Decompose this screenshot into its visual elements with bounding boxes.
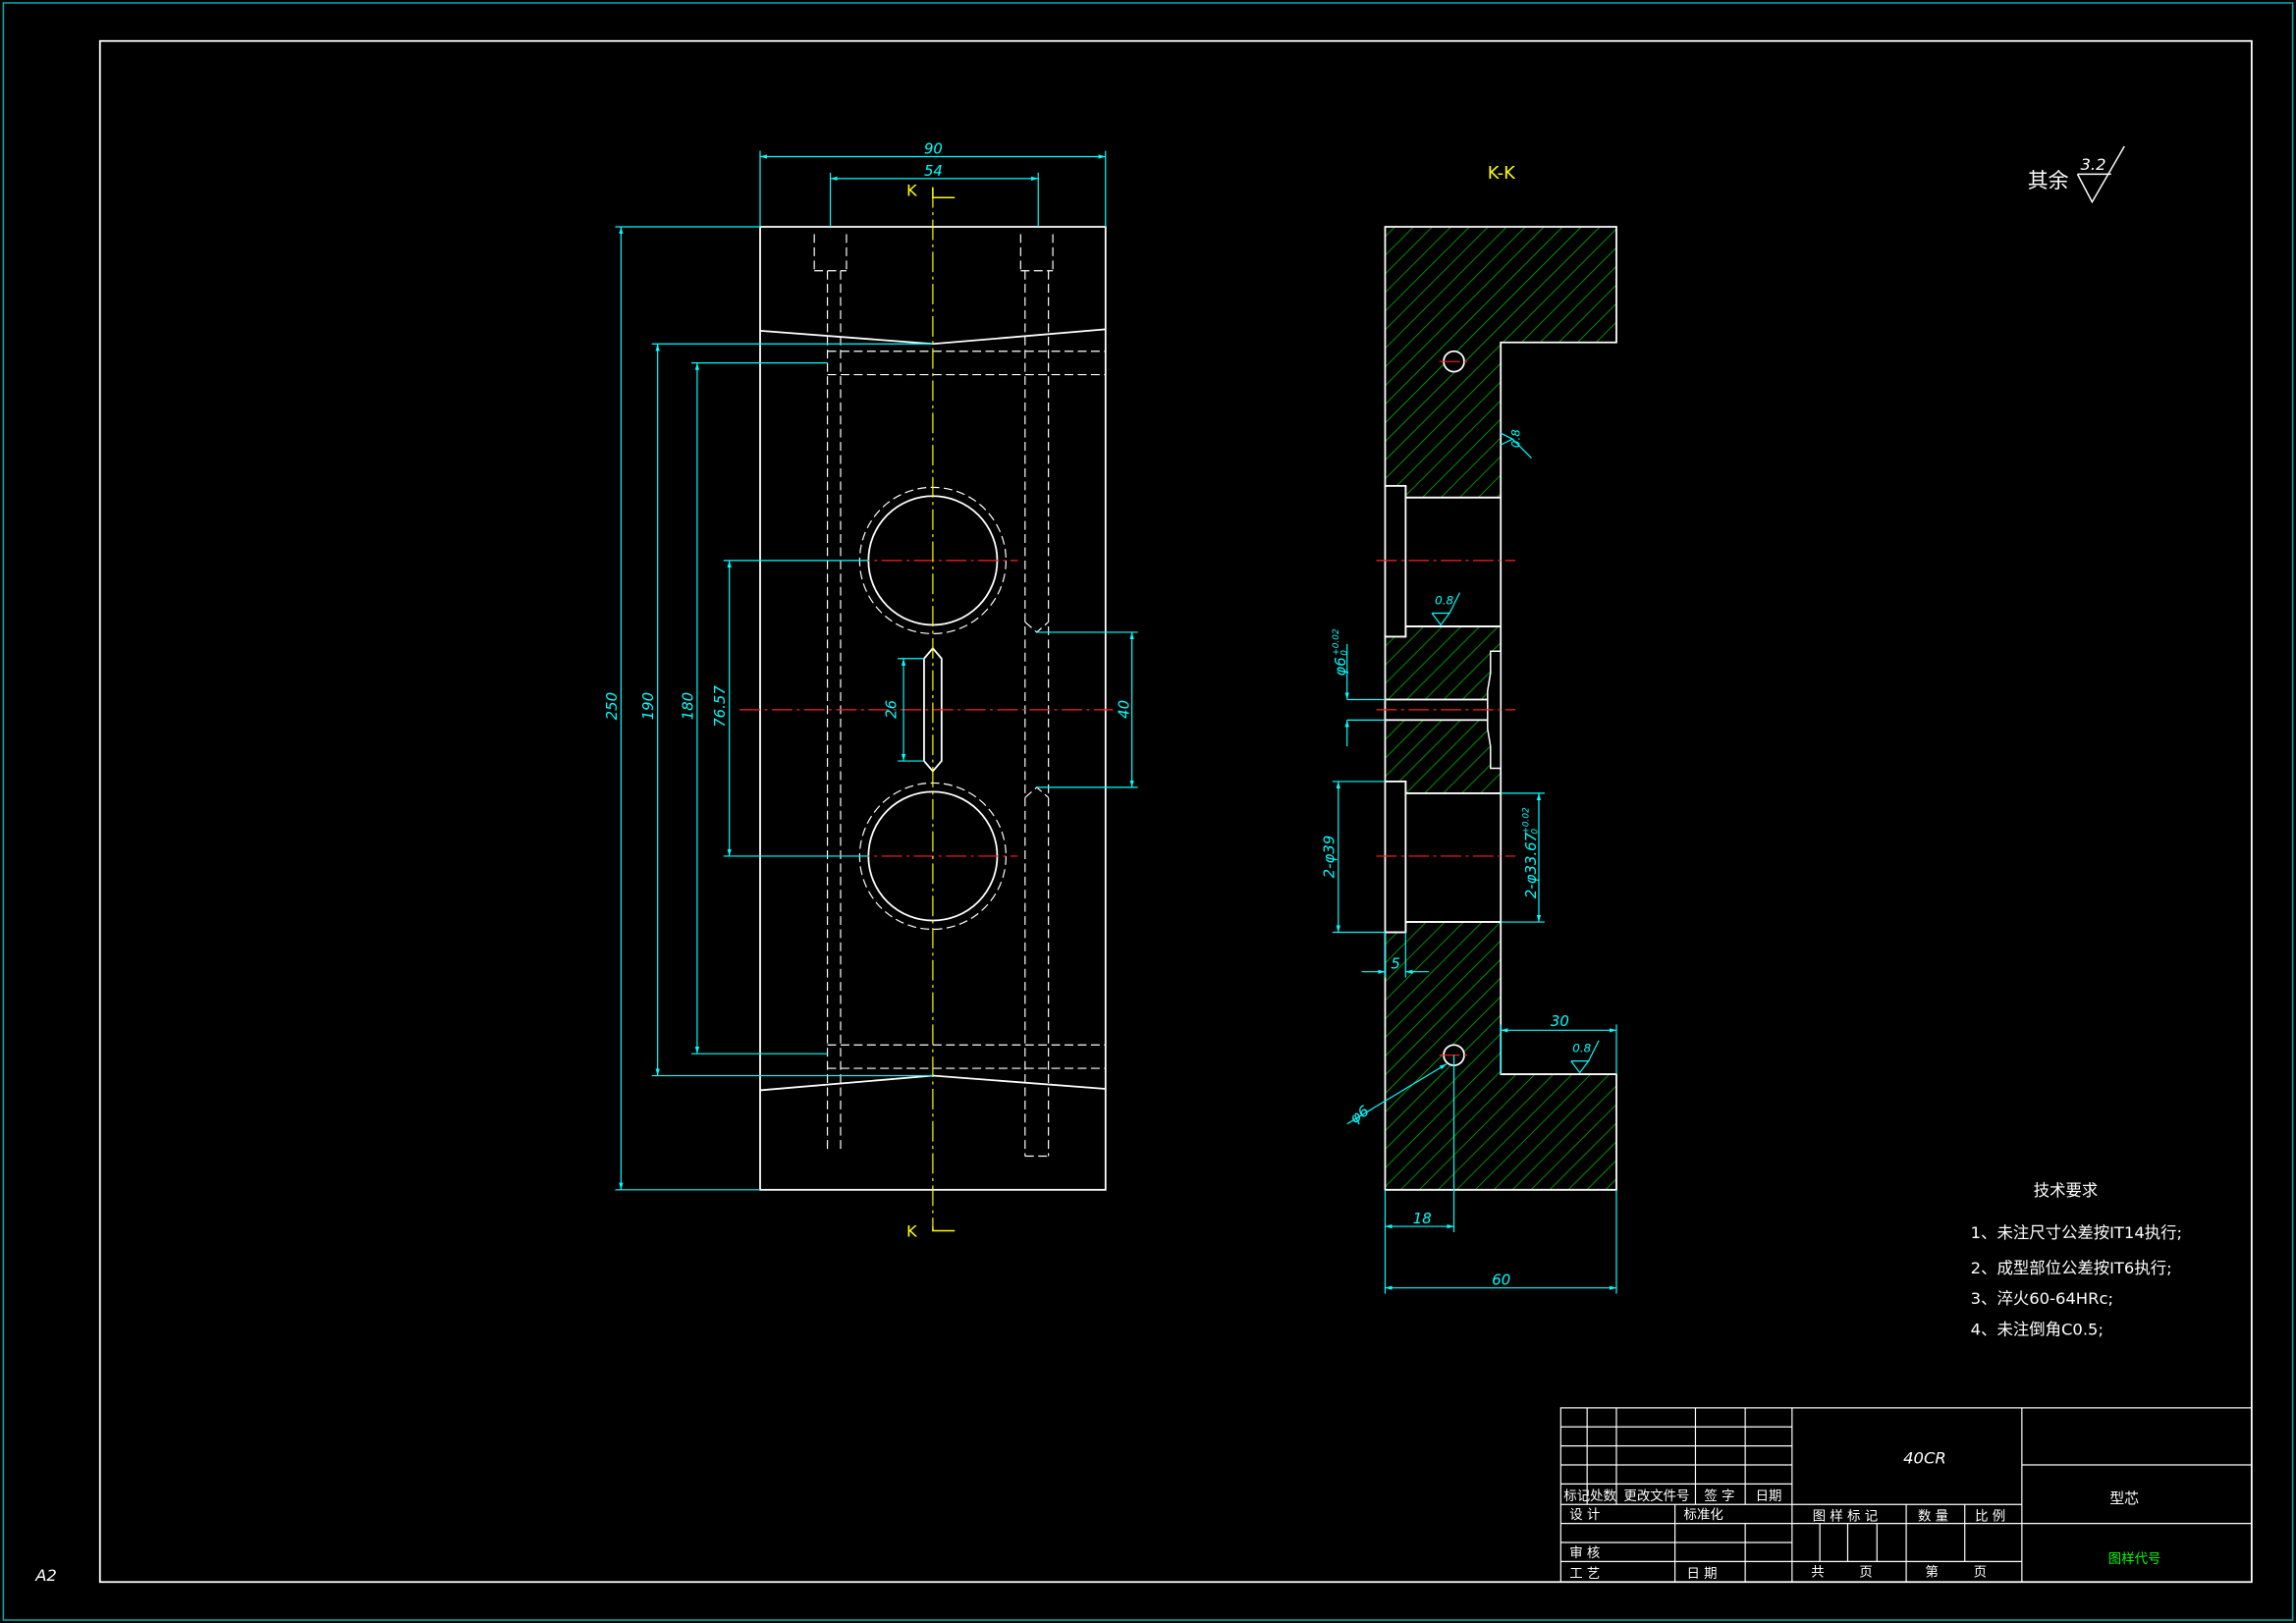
tb-header-qty: 数 量 <box>1918 1509 1948 1525</box>
sheet-format-label: A2 <box>34 1566 57 1585</box>
tb-rev-date: 日期 <box>1756 1488 1782 1504</box>
dim-counterbore-depth: 5 <box>1391 955 1399 973</box>
tb-sheet-unit: 页 <box>1859 1565 1872 1580</box>
dim-center-hole: φ6 <box>1332 657 1349 676</box>
dim-pin-spacing: 54 <box>924 162 943 180</box>
dim-bore-tol-upper: +0.02 <box>1522 807 1532 835</box>
roughness-value: 3.2 <box>2080 155 2105 174</box>
dim-bore-tol-lower: 0 <box>1530 829 1540 835</box>
section-mark-bottom: K <box>906 1221 918 1240</box>
dim-inner-height: 190 <box>639 692 657 720</box>
tech-item-2: 2、成型部位公差按IT6执行; <box>1971 1259 2172 1277</box>
tb-standard: 标准化 <box>1684 1507 1723 1523</box>
tb-header-scale: 比 例 <box>1975 1509 2005 1525</box>
section-title: K-K <box>1488 163 1516 184</box>
tb-sheet-unit2: 页 <box>1974 1565 1987 1580</box>
tech-requirements: 技术要求 1、未注尺寸公差按IT14执行; 2、成型部位公差按IT6执行; 3、… <box>1971 1181 2182 1339</box>
dim-pin-hole-x: 18 <box>1413 1210 1432 1227</box>
roughness-bottom: 0.8 <box>1572 1042 1591 1055</box>
tech-item-1: 1、未注尺寸公差按IT14执行; <box>1971 1223 2182 1242</box>
tb-date: 日 期 <box>1687 1566 1718 1582</box>
tb-drawing-no: 图样代号 <box>2108 1551 2161 1567</box>
tb-rev-doc: 更改文件号 <box>1623 1488 1689 1504</box>
dim-pin-hole: φ6 <box>1346 1102 1372 1127</box>
tb-material: 40CR <box>1903 1449 1946 1468</box>
title-block: 40CR 型芯 图样代号 标记 处数 更改文件号 签 字 日期 设 计 标准化 … <box>1559 1407 2253 1583</box>
roughness-bore: 0.8 <box>1435 594 1453 608</box>
dim-slot-length: 26 <box>883 700 901 719</box>
tb-rev-count: 处数 <box>1590 1488 1616 1504</box>
dim-counterbore: 2-φ39 <box>1320 836 1338 879</box>
tb-part-name: 型芯 <box>2109 1489 2139 1507</box>
dim-overall-width: 90 <box>924 140 943 158</box>
roughness-prefix: 其余 <box>2028 169 2069 192</box>
section-view: K-K <box>1320 163 1617 1294</box>
tech-title: 技术要求 <box>2034 1181 2099 1200</box>
tb-header-mark: 图 样 标 记 <box>1813 1509 1878 1525</box>
dim-hole-spacing: 76.57 <box>711 685 729 728</box>
tb-rev-sign: 签 字 <box>1704 1488 1734 1504</box>
dim-center-tol-lower: 0 <box>1340 650 1350 656</box>
section-mark-top: K <box>906 182 918 200</box>
front-view: K K 90 54 250 190 180 76.57 <box>603 140 1138 1240</box>
dim-side-spacing: 40 <box>1116 700 1133 719</box>
roughness-step: 0.8 <box>1509 429 1523 448</box>
tb-sheet-no: 第 <box>1925 1563 1938 1580</box>
dim-step: 30 <box>1551 1012 1569 1030</box>
dim-center-tol-upper: +0.02 <box>1332 628 1341 656</box>
tb-rev-mark: 标记 <box>1563 1488 1590 1504</box>
tb-check: 审 核 <box>1569 1545 1600 1561</box>
general-roughness: 其余 3.2 <box>2028 145 2125 204</box>
dim-overall-height: 250 <box>603 692 621 720</box>
tech-item-3: 3、淬火60-64HRc; <box>1971 1289 2113 1308</box>
dim-inner-height-2: 180 <box>679 692 696 720</box>
tb-design: 设 计 <box>1569 1507 1600 1523</box>
tb-sheet-total: 共 <box>1811 1564 1824 1580</box>
tech-item-4: 4、未注倒角C0.5; <box>1971 1320 2104 1338</box>
inner-border <box>98 39 2253 1584</box>
tb-process: 工 艺 <box>1569 1566 1600 1582</box>
dim-section-width: 60 <box>1492 1271 1510 1289</box>
dim-bore: 2-φ33.67 <box>1522 832 1540 898</box>
